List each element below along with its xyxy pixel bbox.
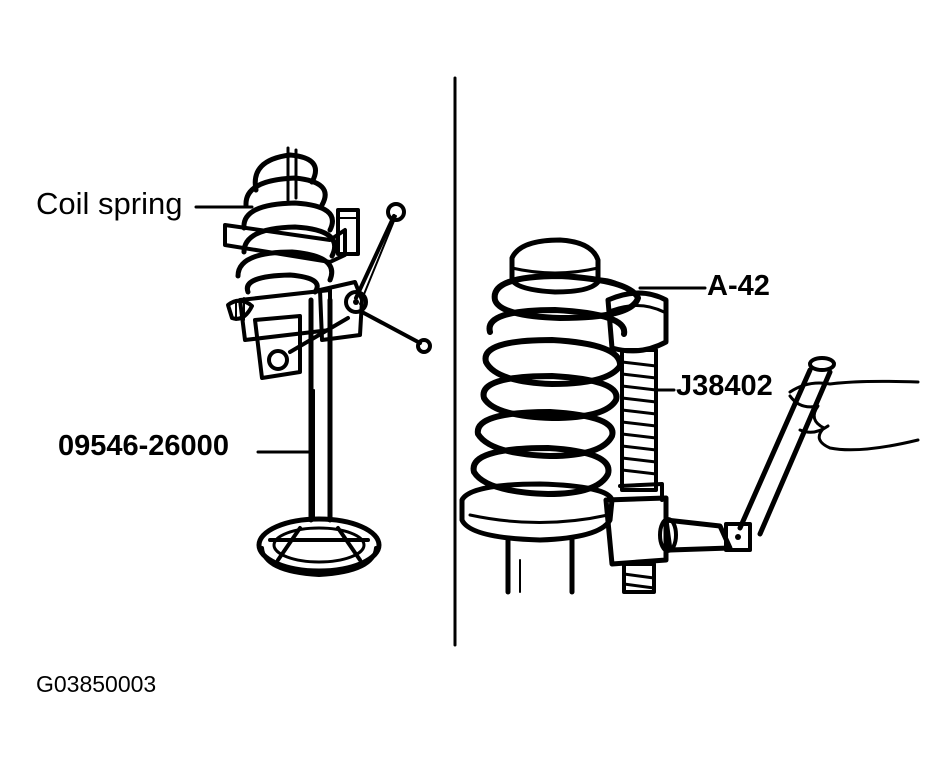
spring-tool-label: J38402 xyxy=(676,370,773,402)
bench-spring-compressor xyxy=(223,146,432,577)
compressor-tool-label: 09546-26000 xyxy=(58,430,229,462)
figure-code: G03850003 xyxy=(36,671,157,697)
coil-spring-label: Coil spring xyxy=(36,186,183,221)
strut-with-spring-tool xyxy=(459,237,920,595)
adapter-label: A-42 xyxy=(707,270,770,302)
